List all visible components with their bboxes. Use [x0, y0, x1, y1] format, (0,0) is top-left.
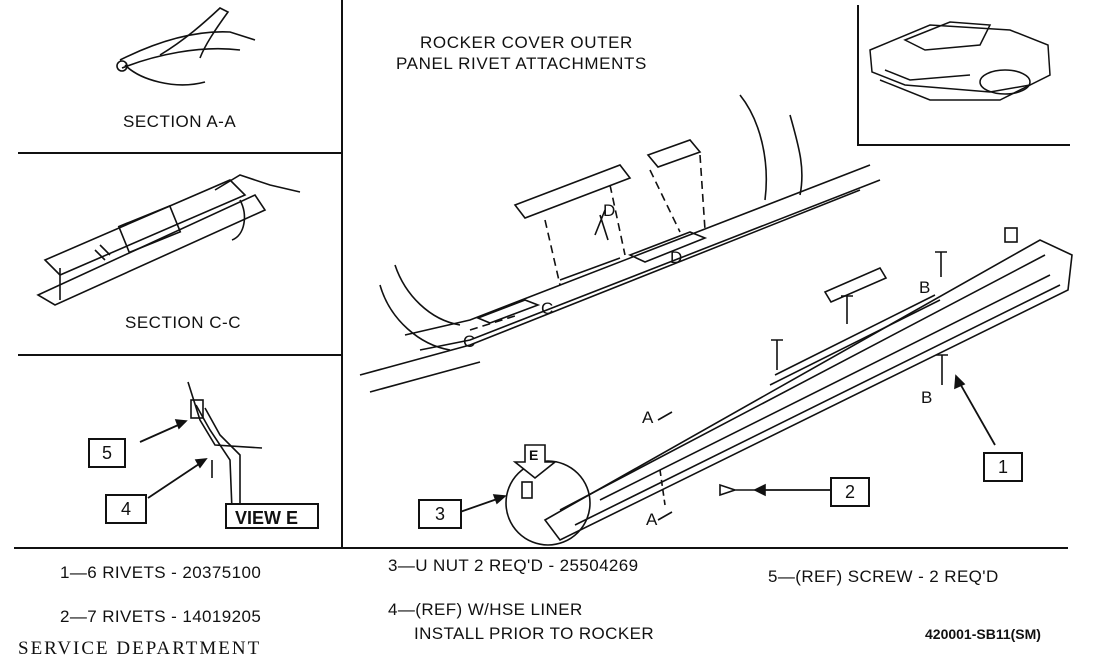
letter-d-upper: D: [603, 201, 616, 220]
rocker-main-drawing: [359, 94, 1073, 546]
letter-a-upper: A: [642, 408, 654, 427]
legend-item-4-line1: 4—(REF) W/HSE LINER: [388, 600, 583, 619]
footer-service-department: SERVICE DEPARTMENT: [18, 638, 262, 659]
legend-item-4-line2: INSTALL PRIOR TO ROCKER: [414, 624, 655, 643]
section-cc-sketch: [36, 174, 301, 306]
callout-box-4: 4: [105, 494, 147, 524]
section-aa-sketch: [116, 7, 256, 86]
callout-box-1: 1: [983, 452, 1023, 482]
letter-b-lower: B: [921, 388, 933, 407]
callout-box-3: 3: [418, 499, 462, 529]
letter-c-right: C: [541, 299, 554, 318]
legend-item-2: 2—7 RIVETS - 14019205: [60, 607, 262, 626]
section-cc-label: SECTION C-C: [125, 313, 241, 332]
section-aa-label: SECTION A-A: [123, 112, 237, 131]
legend-item-1: 1—6 RIVETS - 20375100: [60, 563, 262, 582]
callout-box-5: 5: [88, 438, 126, 468]
letter-e: E: [529, 447, 539, 463]
letter-a-lower: A: [646, 510, 658, 529]
inset-car-sketch: [869, 21, 1051, 101]
callout-box-2: 2: [830, 477, 870, 507]
letter-d-lower: D: [670, 248, 683, 267]
legend-item-5: 5—(REF) SCREW - 2 REQ'D: [768, 567, 999, 586]
letter-b-upper: B: [919, 278, 931, 297]
letter-c-left: C: [463, 332, 476, 351]
drawing-number: 420001-SB11(SM): [925, 626, 1041, 642]
diagram-title-line1: ROCKER COVER OUTER: [420, 33, 633, 52]
view-e-box: VIEW E: [225, 503, 319, 529]
view-e-sketch: [139, 381, 263, 511]
legend-item-3: 3—U NUT 2 REQ'D - 25504269: [388, 556, 639, 575]
diagram-title-line2: PANEL RIVET ATTACHMENTS: [396, 54, 647, 73]
inset-box-border: [857, 5, 1070, 146]
